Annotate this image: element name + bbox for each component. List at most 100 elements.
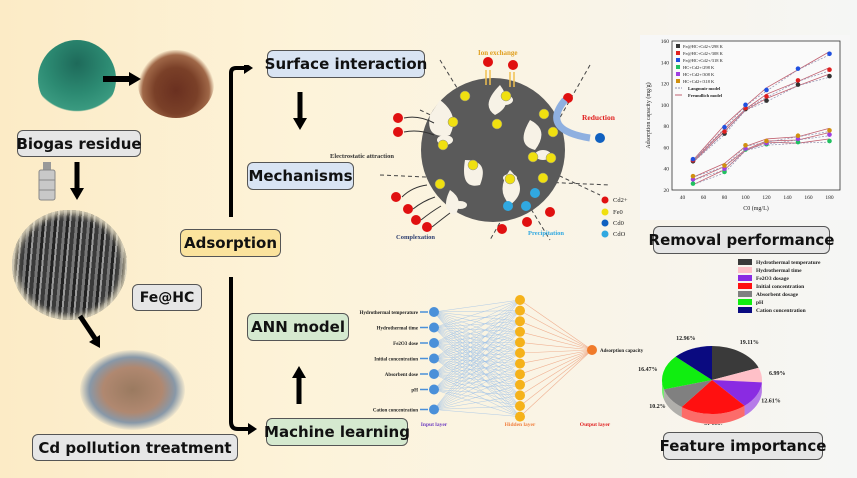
- complexation-label: Complexation: [396, 234, 435, 241]
- legend-label: Langmuir model: [688, 86, 721, 91]
- data-point: [690, 156, 696, 162]
- input-feature-label: Hydrothermal temperature: [359, 311, 418, 316]
- ann-connection: [433, 310, 521, 375]
- ann-connection: [433, 311, 521, 407]
- legend-fe0: Fe0: [613, 209, 623, 216]
- input-node: [429, 369, 439, 379]
- langmuir-curve: [692, 70, 830, 162]
- ann-connection: [433, 327, 521, 332]
- ann-connection: [433, 327, 521, 354]
- freundlich-curve: [692, 73, 830, 163]
- input-feature-label: Hydrothermal time: [377, 327, 419, 332]
- ann-model-label: ANN model: [247, 313, 349, 341]
- biogas-residue-label: Biogas residue: [16, 130, 142, 157]
- input-feature-label: Fe2O3 dose: [393, 342, 419, 347]
- adsorption-label: Adsorption: [180, 229, 281, 257]
- pie-legend-swatch: [738, 259, 752, 265]
- pie-percent-label: 12.96%: [676, 336, 696, 342]
- data-point: [690, 177, 696, 182]
- hidden-node: [515, 411, 525, 422]
- arrow-diagonal-icon: [77, 314, 104, 355]
- ann-connection: [433, 311, 521, 354]
- output-label: Adsorption capacity: [600, 349, 644, 354]
- data-point: [764, 98, 769, 103]
- x-tick-label: 100: [741, 195, 750, 201]
- ann-connection: [433, 327, 521, 407]
- ann-connection: [519, 349, 593, 386]
- ann-connection: [433, 321, 521, 344]
- y-tick-label: 20: [664, 188, 670, 194]
- data-point: [722, 163, 727, 168]
- legend-marker: [676, 79, 680, 83]
- ann-connection: [433, 373, 521, 417]
- ann-connection: [433, 299, 521, 344]
- pie-slice: [712, 346, 759, 380]
- pie-percent-label: 19.11%: [740, 340, 759, 346]
- ann-connection: [433, 327, 521, 396]
- ann-connection: [433, 327, 521, 364]
- ann-connection: [433, 311, 521, 385]
- ann-connection: [433, 373, 521, 385]
- ann-connection: [433, 342, 521, 359]
- langmuir-curve: [692, 54, 830, 161]
- mechanisms-label: Mechanisms: [247, 162, 354, 190]
- legend-label: HC+Cd2+/308 K: [683, 72, 715, 77]
- ann-connection: [433, 327, 521, 375]
- ann-connection: [433, 331, 521, 359]
- ann-connection: [433, 389, 521, 407]
- arrow-up-icon: [292, 364, 306, 409]
- ann-connection: [519, 310, 593, 351]
- x-tick-label: 180: [825, 195, 834, 201]
- sem-image: [12, 210, 127, 320]
- plot-frame: [671, 40, 841, 191]
- pie-percent-label: 6.99%: [769, 371, 786, 377]
- data-point: [827, 128, 832, 133]
- data-point: [795, 78, 801, 83]
- ann-connection: [519, 349, 593, 354]
- input-node: [429, 353, 439, 364]
- x-tick-label: 60: [701, 195, 707, 201]
- pie-slice-side: [744, 382, 762, 416]
- ann-connection: [433, 409, 521, 417]
- data-point: [743, 102, 748, 108]
- data-point: [827, 138, 832, 144]
- cd-pollution-treatment-label: Cd pollution treatment: [32, 434, 238, 461]
- pie-slice: [712, 380, 762, 406]
- langmuir-curve: [692, 141, 830, 186]
- ann-connection: [519, 349, 593, 375]
- ann-connection: [519, 349, 593, 396]
- hidden-node: [515, 295, 525, 305]
- hidden-node: [515, 390, 525, 401]
- arrow-down-icon: [70, 162, 84, 207]
- pie-legend-swatch: [738, 307, 752, 313]
- flow-connector-down: [226, 277, 260, 442]
- ion-exchange-label: Ion exchange: [478, 49, 517, 57]
- ann-connection: [433, 321, 521, 375]
- ann-connection: [433, 311, 521, 375]
- ann-connection: [519, 331, 593, 351]
- pie-percent-label: 21.66%: [704, 424, 724, 425]
- ann-connection: [433, 342, 521, 407]
- data-point: [827, 73, 832, 79]
- y-tick-label: 140: [661, 60, 670, 66]
- data-point: [795, 136, 801, 142]
- data-point: [795, 82, 801, 87]
- legend-marker: [676, 65, 680, 69]
- ann-connection: [433, 373, 521, 407]
- ann-connection: [433, 331, 521, 344]
- ann-connection: [433, 299, 521, 359]
- x-tick-label: 160: [804, 195, 813, 201]
- x-tick-label: 80: [722, 195, 728, 201]
- ann-connection: [433, 395, 521, 410]
- ann-connection: [433, 389, 521, 417]
- ann-connection: [433, 342, 521, 375]
- ann-connection: [433, 342, 521, 344]
- y-tick-label: 60: [664, 145, 670, 151]
- ann-connection: [433, 384, 521, 410]
- ann-connection: [433, 363, 521, 390]
- langmuir-curve: [692, 76, 830, 163]
- output-layer-label: Output layer: [580, 422, 611, 428]
- data-point: [722, 169, 727, 175]
- y-tick-label: 120: [661, 82, 670, 88]
